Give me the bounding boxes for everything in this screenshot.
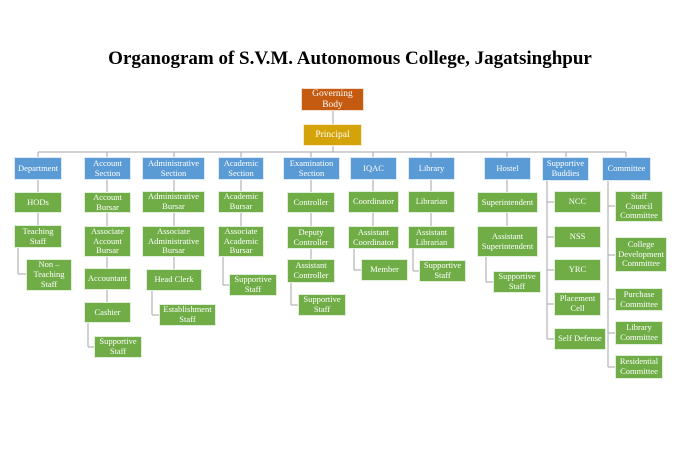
section-library: Library — [408, 157, 455, 180]
role-assistant-librarian: Assistant Librarian — [408, 226, 455, 249]
role-cashier: Cashier — [84, 302, 131, 323]
buddy-placement-cell: Placement Cell — [554, 292, 601, 316]
committee-library: Library Committee — [615, 321, 663, 345]
buddy-nss: NSS — [554, 226, 601, 248]
role-member: Member — [361, 259, 408, 281]
section-committee: Committee — [602, 157, 651, 181]
role-accountant: Accountant — [84, 268, 131, 290]
section-hostel: Hostel — [484, 157, 531, 180]
role-account-bursar: Account Bursar — [84, 192, 131, 213]
section-department: Department — [14, 157, 62, 180]
role-teaching-staff: Teaching Staff — [14, 225, 62, 248]
role-associate-administrative-bursar: Associate Administrative Bursar — [142, 226, 205, 257]
buddy-self-defense: Self Defense — [554, 328, 606, 350]
committee-college-development: College Development Committee — [615, 237, 667, 272]
role-associate-academic-bursar: Associate Academic Bursar — [218, 226, 264, 257]
section-academic: Academic Section — [218, 157, 264, 180]
principal-box: Principal — [303, 124, 362, 146]
role-superintendent: Superintendent — [477, 192, 538, 213]
page-title: Organogram of S.V.M. Autonomous College,… — [108, 48, 592, 69]
governing-body-box: Governing Body — [301, 88, 364, 111]
role-establishment-staff: Establishment Staff — [159, 304, 216, 326]
role-head-clerk: Head Clerk — [146, 269, 202, 291]
role-examination-supportive-staff: Supportive Staff — [298, 294, 346, 316]
role-hods: HODs — [14, 192, 62, 213]
buddy-yrc: YRC — [554, 259, 601, 281]
buddy-ncc: NCC — [554, 191, 601, 213]
role-coordinator: Coordinator — [348, 191, 399, 213]
role-administrative-bursar: Administrative Bursar — [142, 191, 205, 213]
section-examination: Examination Section — [283, 157, 340, 180]
section-iqac: IQAC — [350, 157, 397, 180]
committee-residential: Residential Committee — [615, 355, 663, 379]
role-academic-bursar: Academic Bursar — [218, 191, 264, 213]
role-library-supportive-staff: Supportive Staff — [419, 260, 466, 282]
role-non-teaching-staff: Non – Teaching Staff — [26, 259, 72, 291]
committee-staff-council: Staff Council Committee — [615, 191, 663, 222]
role-controller: Controller — [287, 192, 335, 213]
role-hostel-supportive-staff: Supportive Staff — [493, 271, 541, 293]
role-assistant-superintendent: Assistant Superintendent — [477, 226, 538, 257]
committee-purchase: Purchase Committee — [615, 288, 663, 311]
role-assistant-controller: Assistant Controller — [287, 259, 335, 283]
role-librarian: Librarian — [408, 191, 455, 213]
role-assistant-coordinator: Assistant Coordinator — [348, 226, 399, 249]
role-deputy-controller: Deputy Controller — [287, 226, 335, 249]
role-account-supportive-staff: Supportive Staff — [94, 336, 142, 358]
role-associate-account-bursar: Associate Account Bursar — [84, 226, 131, 257]
section-supportive-buddies: Supportive Buddies — [542, 157, 589, 181]
section-account: Account Section — [84, 157, 131, 180]
section-administrative: Administrative Section — [142, 157, 205, 180]
role-academic-supportive-staff: Supportive Staff — [229, 274, 277, 296]
